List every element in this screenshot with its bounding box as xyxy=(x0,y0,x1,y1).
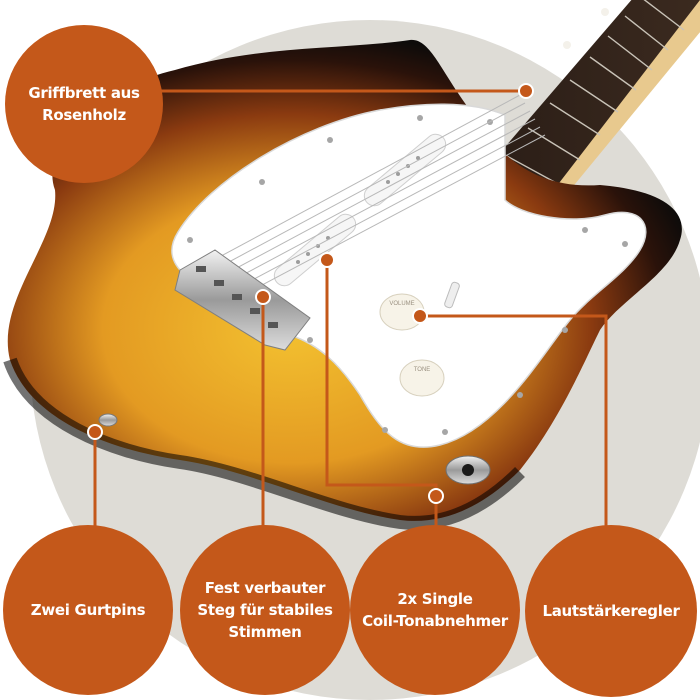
callout-volume-text: Lautstärkeregler xyxy=(542,602,680,620)
callout-volume: Lautstärkeregler xyxy=(525,525,697,697)
callout-lines xyxy=(93,89,608,528)
knob-label-tone: TONE xyxy=(414,367,431,373)
pickguard-screws xyxy=(187,115,628,435)
callout-fretboard-text: Griffbrett aus Rosenholz xyxy=(28,84,140,124)
bridge xyxy=(174,249,311,351)
callout-fretboard: Griffbrett aus Rosenholz xyxy=(5,25,163,183)
callout-dots xyxy=(87,83,534,504)
callout-bridge: Fest verbauter Steg für stabiles Stimmen xyxy=(180,525,350,695)
strap-pin xyxy=(98,413,118,427)
callout-strap-pins-text: Zwei Gurtpins xyxy=(30,601,146,619)
callout-pickups: 2x Single Coil-Tonabnehmer xyxy=(350,525,520,695)
callout-strap-pins: Zwei Gurtpins xyxy=(3,525,173,695)
knob-label-volume: VOLUME xyxy=(389,301,414,307)
callout-bridge-text: Fest verbauter Steg für stabiles Stimmen xyxy=(197,579,333,641)
output-jack xyxy=(445,455,491,485)
callout-pickups-text: 2x Single Coil-Tonabnehmer xyxy=(362,590,508,630)
pickup-selector-switch xyxy=(444,281,460,309)
tone-knob: TONE xyxy=(399,359,445,397)
strings xyxy=(209,94,546,303)
